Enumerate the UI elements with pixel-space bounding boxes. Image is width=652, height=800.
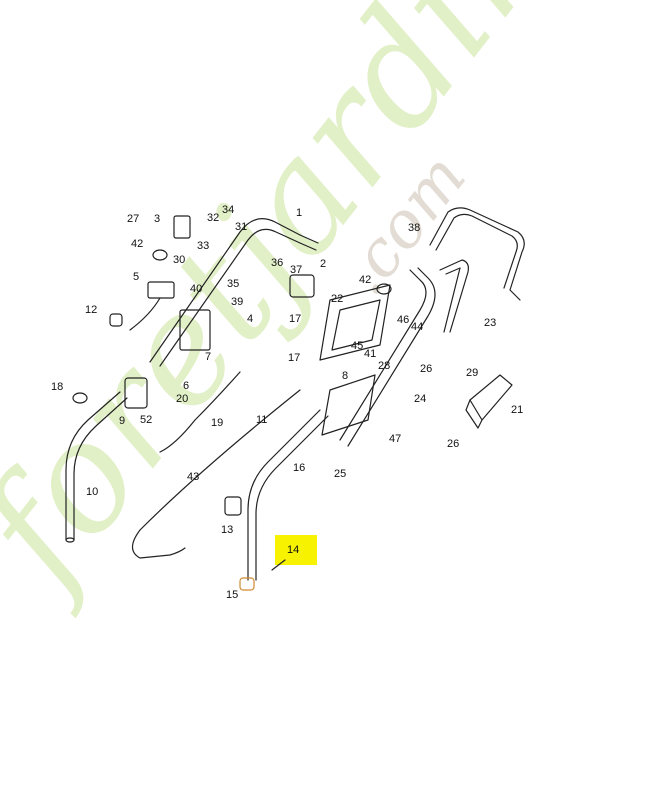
label-44: 44 bbox=[411, 321, 424, 333]
label-19: 19 bbox=[211, 417, 224, 429]
part-12-cap bbox=[109, 313, 123, 327]
label-7: 7 bbox=[205, 351, 212, 363]
lower-left-tube bbox=[65, 391, 128, 543]
label-22: 22 bbox=[331, 293, 344, 305]
label-23: 23 bbox=[484, 317, 497, 329]
upper-handle bbox=[149, 218, 319, 367]
highlighted-part-box bbox=[275, 535, 317, 565]
label-32: 32 bbox=[207, 212, 220, 224]
label-4: 4 bbox=[247, 313, 254, 325]
label-45: 45 bbox=[351, 340, 364, 352]
cable-43 bbox=[131, 389, 301, 559]
label-37: 37 bbox=[290, 264, 303, 276]
part-18-knob bbox=[72, 392, 88, 404]
label-16: 16 bbox=[293, 462, 306, 474]
label-36: 36 bbox=[271, 257, 284, 269]
cable-19 bbox=[159, 371, 241, 453]
label-9: 9 bbox=[119, 415, 126, 427]
part-13-cup bbox=[224, 496, 242, 516]
label-26: 26 bbox=[420, 363, 433, 375]
label-2: 2 bbox=[320, 258, 327, 270]
label-27: 27 bbox=[127, 213, 140, 225]
label-40: 40 bbox=[190, 283, 203, 295]
label-3: 3 bbox=[154, 213, 161, 225]
label-17: 17 bbox=[289, 313, 302, 325]
label-8: 8 bbox=[342, 370, 349, 382]
label-41: 41 bbox=[364, 348, 377, 360]
grip bbox=[465, 374, 513, 429]
label-25: 25 bbox=[334, 468, 347, 480]
label-17b: 17 bbox=[288, 352, 301, 364]
bail-lever bbox=[439, 259, 469, 333]
label-1: 1 bbox=[296, 207, 303, 219]
part-14-screw bbox=[271, 559, 286, 571]
label-29: 29 bbox=[466, 367, 479, 379]
label-21: 21 bbox=[511, 404, 524, 416]
label-5: 5 bbox=[133, 271, 140, 283]
part-34-clip bbox=[173, 215, 191, 239]
label-11: 11 bbox=[256, 414, 268, 426]
label-26b: 26 bbox=[447, 438, 460, 450]
lower-right-tube bbox=[247, 409, 329, 581]
label-6: 6 bbox=[183, 380, 190, 392]
label-52: 52 bbox=[140, 414, 153, 426]
label-38: 38 bbox=[408, 222, 421, 234]
part-7-bracket bbox=[179, 309, 211, 351]
label-39: 39 bbox=[231, 296, 244, 308]
cable-arch bbox=[429, 207, 525, 301]
label-34: 34 bbox=[222, 204, 235, 216]
label-33: 33 bbox=[197, 240, 210, 252]
label-31: 31 bbox=[235, 221, 248, 233]
label-42: 42 bbox=[131, 238, 144, 250]
label-24: 24 bbox=[414, 393, 427, 405]
part-42-knob-right bbox=[376, 283, 392, 295]
label-46: 46 bbox=[397, 314, 410, 326]
label-35: 35 bbox=[227, 278, 240, 290]
label-15: 15 bbox=[226, 589, 239, 601]
label-43: 43 bbox=[187, 471, 200, 483]
label-28: 28 bbox=[378, 360, 391, 372]
label-12: 12 bbox=[85, 304, 98, 316]
label-47: 47 bbox=[389, 433, 402, 445]
label-14: 14 bbox=[287, 544, 300, 556]
right-handle-assembly bbox=[319, 267, 436, 447]
label-42b: 42 bbox=[359, 274, 372, 286]
part-5-box bbox=[147, 281, 175, 299]
label-30: 30 bbox=[173, 254, 186, 266]
part-9-plate bbox=[124, 377, 148, 409]
label-13: 13 bbox=[221, 524, 234, 536]
label-10: 10 bbox=[86, 486, 99, 498]
label-20: 20 bbox=[176, 393, 189, 405]
part-42-knob bbox=[152, 249, 168, 261]
part-2-clip bbox=[289, 274, 315, 298]
label-18: 18 bbox=[51, 381, 64, 393]
part-15-plug bbox=[239, 577, 255, 591]
